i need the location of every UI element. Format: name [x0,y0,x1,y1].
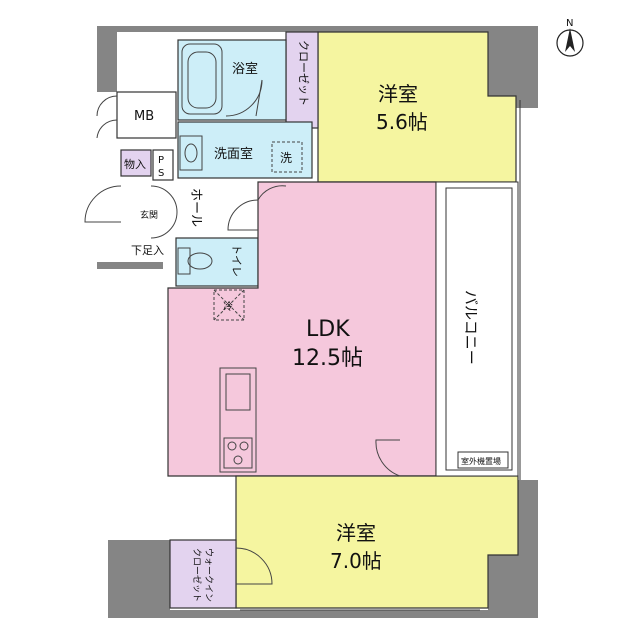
walkin-label-1: ウォークイン [203,548,214,602]
hall-label: ホール [188,188,203,227]
washer-label: 洗 [280,151,292,165]
ldk-size: 12.5帖 [292,346,363,371]
ps-label-s: S [158,168,164,179]
north-arrow-icon: N [556,18,584,57]
ldk-area [167,181,437,477]
western-room-1-area [317,31,517,183]
washroom-area [177,121,313,179]
balcony-label: バルコニー [462,290,480,365]
western-room-2-area [235,475,519,609]
mb-area [116,91,177,139]
ps-label-p: P [158,155,164,166]
western-room-1-name: 洋室 [378,82,418,106]
room-labels: 浴室 クローゼット 洋室 5.6帖 MB 洗面室 洗 物入 P S 玄関 ホール… [124,40,501,602]
outer-walls [97,26,538,618]
ldk-name: LDK [306,317,350,342]
room-fills [116,31,519,609]
storage-label: 物入 [124,157,146,171]
western-room-1-size: 5.6帖 [376,110,428,134]
fridge-label: 冷 [223,300,233,313]
walkin-label-2: クローゼット [191,548,203,602]
western-room-2-name: 洋室 [336,521,376,545]
fixtures [84,43,480,611]
toilet-label: トイレ [230,244,243,277]
north-label: N [566,18,573,29]
ps-area [152,149,174,181]
balcony-area [435,100,521,480]
ac-unit-label: 室外機置場 [461,456,501,466]
walkin-area [169,539,237,609]
closet-label: クローゼット [297,40,310,106]
storage-area [120,149,152,177]
washroom-label: 洗面室 [214,146,253,162]
bath-area [177,39,287,121]
western-room-2-size: 7.0帖 [330,549,382,573]
mb-label: MB [134,109,154,124]
shoe-storage-label: 下足入 [131,244,164,257]
bath-label: 浴室 [232,61,258,77]
entrance-label: 玄関 [140,209,158,221]
